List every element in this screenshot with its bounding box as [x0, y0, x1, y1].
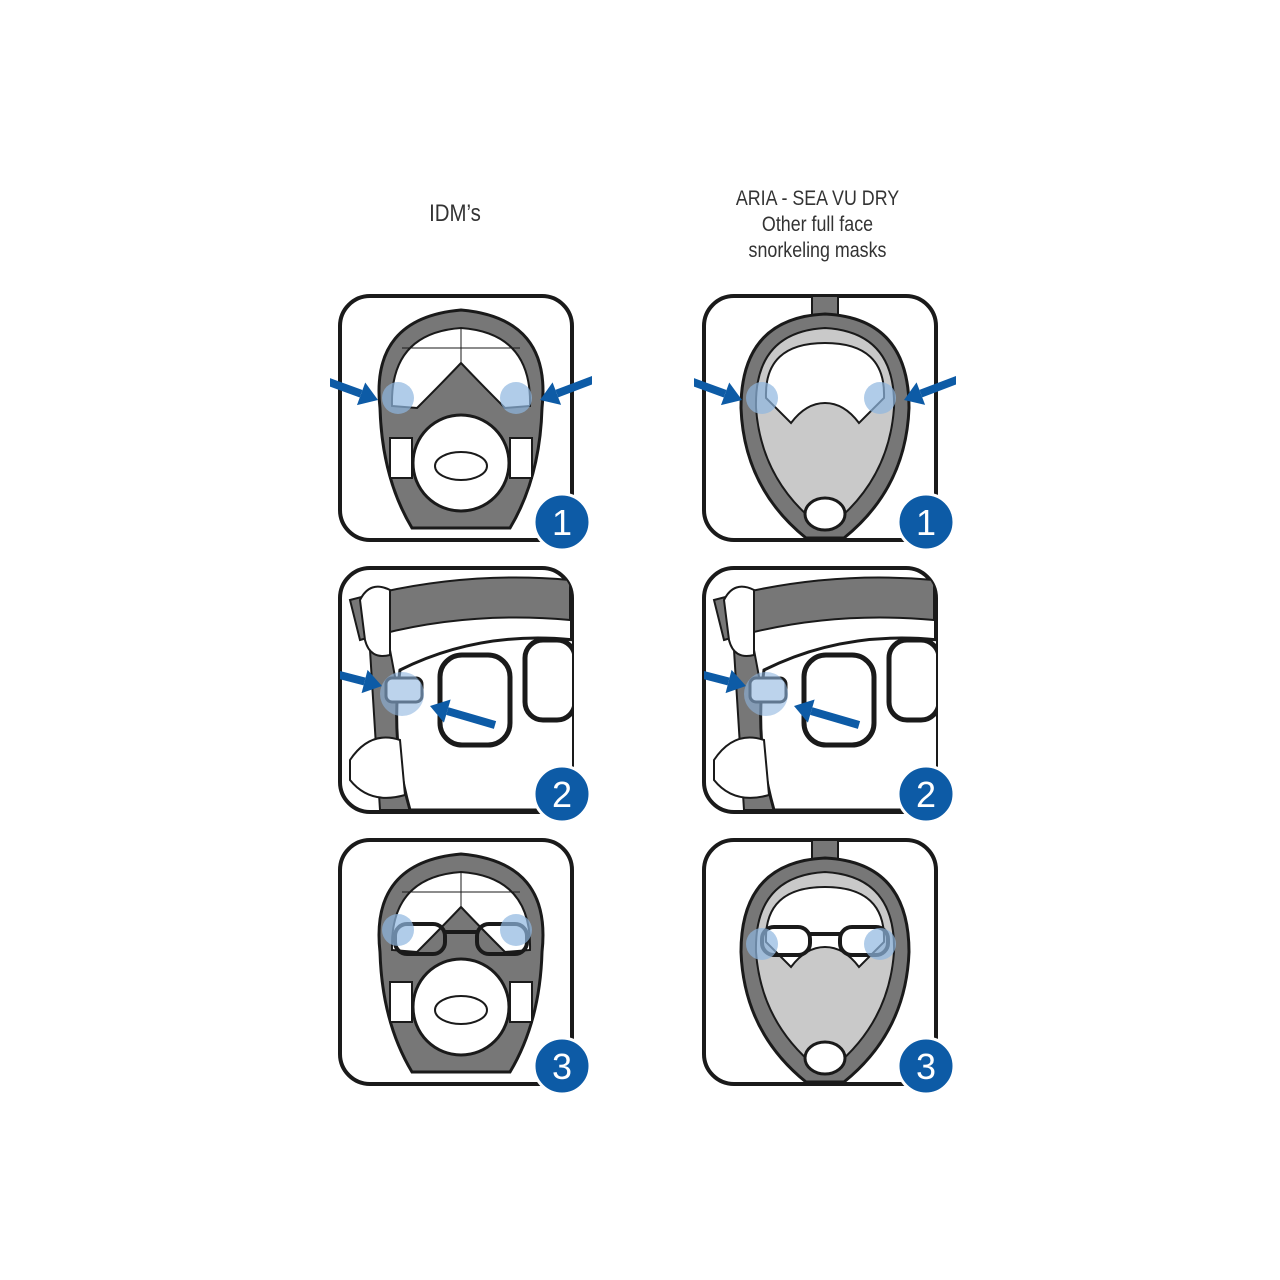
header-line: Other full face	[761, 213, 874, 236]
arrow-icon	[330, 378, 378, 406]
header-line: snorkeling masks	[748, 239, 887, 262]
panel-idm-step-1: 1	[330, 288, 592, 550]
panel-idm-step-3: 3	[330, 832, 592, 1094]
step-number: 3	[916, 1046, 936, 1087]
step-badge: 3	[896, 1036, 956, 1094]
arrow-icon	[794, 699, 861, 729]
step-badge: 1	[896, 492, 956, 550]
step-number: 2	[916, 774, 936, 815]
panel-aria-step-2: 2	[694, 560, 956, 822]
panel-aria-step-1: 1	[694, 288, 956, 550]
header-aria-sea-vu-dry: ARIA - SEA VU DRY Other full face snorke…	[718, 186, 918, 264]
arrow-icon	[694, 378, 742, 406]
arrow-icon	[430, 699, 497, 729]
step-badge: 1	[532, 492, 592, 550]
step-badge: 3	[532, 1036, 592, 1094]
step-badge: 2	[896, 764, 956, 822]
arrow-icon	[340, 666, 382, 694]
arrow-icon	[704, 666, 746, 694]
header-line: ARIA - SEA VU DRY	[735, 187, 900, 210]
arrow-icon	[540, 375, 592, 405]
step-number: 1	[916, 502, 936, 543]
step-badge: 2	[532, 764, 592, 822]
step-number: 1	[552, 502, 572, 543]
panel-aria-step-3: 3	[694, 832, 956, 1094]
arrow-icon	[904, 375, 956, 405]
header-idms: IDM’s	[429, 200, 481, 227]
panel-idm-step-2: 2	[330, 560, 592, 822]
step-number: 3	[552, 1046, 572, 1087]
step-number: 2	[552, 774, 572, 815]
